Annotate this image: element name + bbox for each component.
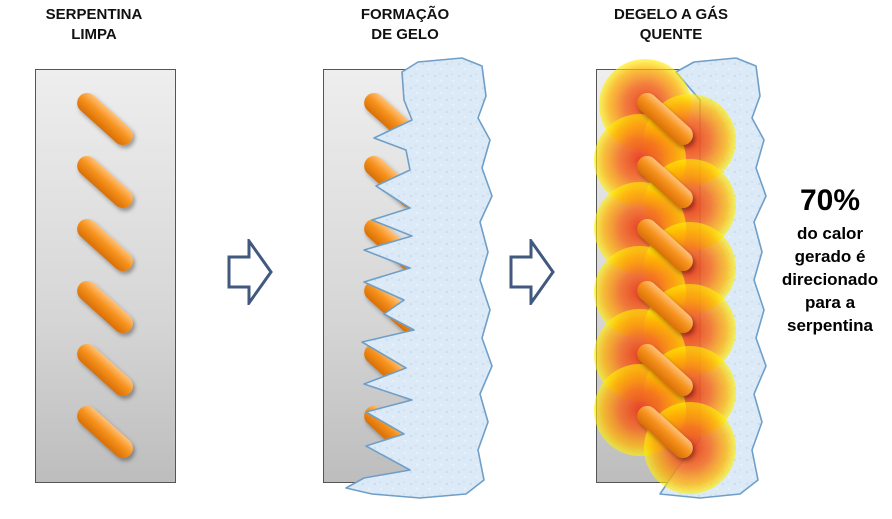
panel-title-clean-coil: SERPENTINA LIMPA	[45, 6, 143, 43]
panel-title-hot-gas-defrost: DEGELO A GÁS QUENTE	[614, 6, 728, 43]
coil-tube-icon	[637, 343, 693, 397]
stat-percent: 70%	[799, 184, 861, 217]
heat-statistic: 70% do calor gerado é direcionado para a…	[768, 180, 892, 337]
coil-tube-icon	[637, 280, 693, 334]
stat-description: do calor gerado é direcionado para a ser…	[781, 224, 879, 335]
coil-tube-icon	[77, 155, 133, 209]
coil-tube-icon	[637, 218, 693, 272]
arrow-right-outline-icon	[227, 239, 273, 305]
arrow-right-outline-icon	[509, 239, 555, 305]
coil-tube-icon	[77, 280, 133, 334]
panel-title-ice-formation: FORMAÇÃO DE GELO	[360, 6, 450, 43]
coil-tube-icon	[77, 343, 133, 397]
coil-tube-icon	[637, 155, 693, 209]
coil-tubes-clean	[77, 92, 133, 459]
coil-tube-icon	[637, 405, 693, 459]
ice-layer	[345, 57, 493, 499]
coil-tube-icon	[77, 218, 133, 272]
coil-tubes-defrost	[637, 92, 693, 459]
coil-tube-icon	[77, 92, 133, 146]
coil-tube-icon	[637, 92, 693, 146]
coil-panel-clean	[35, 69, 176, 483]
coil-tube-icon	[77, 405, 133, 459]
